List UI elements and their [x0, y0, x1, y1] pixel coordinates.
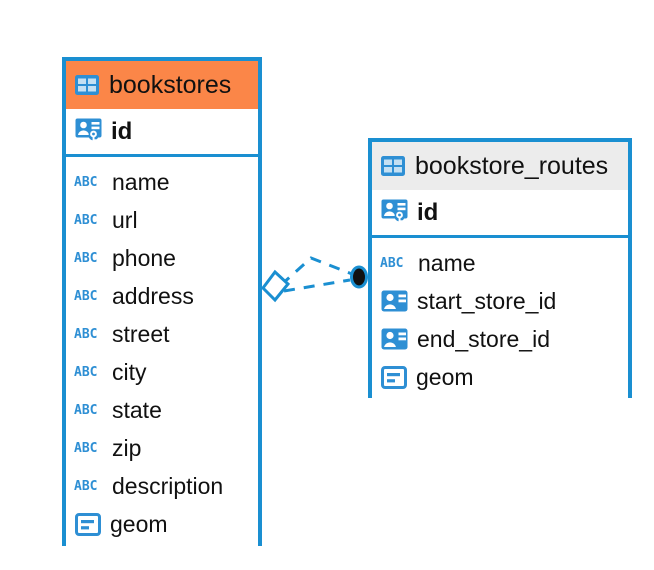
field-label-geom: geom [110, 510, 168, 537]
field-label-id: id [111, 117, 133, 145]
field-row-end-store-id[interactable]: end_store_id [380, 320, 620, 358]
primary-key-card-icon [74, 118, 103, 145]
foreign-key-card-icon [380, 327, 409, 352]
abc-text-icon: ABC [74, 364, 98, 380]
field-row-street[interactable]: ABC street [74, 315, 250, 353]
entity-table-bookstore-routes[interactable]: bookstore_routes id [368, 138, 632, 400]
field-label-zip: zip [112, 434, 142, 461]
field-row-geom[interactable]: geom [380, 358, 620, 396]
field-label-name: name [418, 249, 476, 276]
field-row-primary-key[interactable]: id [66, 109, 258, 157]
field-label-street: street [112, 320, 170, 347]
field-row-state[interactable]: ABC state [74, 391, 250, 429]
field-row-city[interactable]: ABC city [74, 353, 250, 391]
foreign-key-card-icon [380, 289, 409, 314]
field-label-geom: geom [416, 363, 474, 390]
abc-text-icon: ABC [74, 402, 98, 418]
field-list-bookstores: ABC name ABC url ABC phone ABC address A… [66, 157, 258, 547]
table-grid-icon [380, 155, 406, 177]
field-row-url[interactable]: ABC url [74, 201, 250, 239]
field-row-address[interactable]: ABC address [74, 277, 250, 315]
field-label-state: state [112, 396, 162, 423]
field-label-city: city [112, 358, 147, 385]
field-row-name[interactable]: ABC name [380, 244, 620, 282]
primary-key-card-icon [380, 199, 409, 226]
field-label-name: name [112, 168, 170, 195]
field-row-primary-key[interactable]: id [372, 190, 628, 238]
abc-text-icon: ABC [74, 440, 98, 456]
entity-title-bookstores: bookstores [109, 70, 232, 99]
field-row-start-store-id[interactable]: start_store_id [380, 282, 620, 320]
entity-header-bookstores[interactable]: bookstores [66, 61, 258, 109]
field-label-address: address [112, 282, 194, 309]
field-label-description: description [112, 472, 224, 499]
geometry-icon [380, 365, 408, 390]
abc-text-icon: ABC [74, 212, 98, 228]
field-label-start-store-id: start_store_id [417, 287, 557, 314]
field-row-zip[interactable]: ABC zip [74, 429, 250, 467]
field-label-url: url [112, 206, 138, 233]
abc-text-icon: ABC [74, 326, 98, 342]
relationship-diamond-marker [261, 269, 291, 303]
abc-text-icon: ABC [74, 174, 98, 190]
entity-header-bookstore-routes[interactable]: bookstore_routes [372, 142, 628, 190]
entity-title-bookstore-routes: bookstore_routes [415, 151, 609, 180]
relationship-endpoint-marker [350, 265, 368, 289]
abc-text-icon: ABC [74, 288, 98, 304]
relationship-line-upper [279, 256, 353, 287]
field-row-description[interactable]: ABC description [74, 467, 250, 505]
field-row-phone[interactable]: ABC phone [74, 239, 250, 277]
field-row-name[interactable]: ABC name [74, 163, 250, 201]
field-label-phone: phone [112, 244, 176, 271]
geometry-icon [74, 512, 102, 537]
abc-text-icon: ABC [74, 250, 98, 266]
field-list-bookstore-routes: ABC name start_store_id [372, 238, 628, 400]
relationship-line-lower [283, 278, 351, 293]
field-label-id: id [417, 198, 439, 226]
table-grid-icon [74, 74, 100, 96]
abc-text-icon: ABC [380, 255, 404, 271]
abc-text-icon: ABC [74, 478, 98, 494]
entity-table-bookstores[interactable]: bookstores id [62, 57, 262, 547]
field-label-end-store-id: end_store_id [417, 325, 550, 352]
field-row-geom[interactable]: geom [74, 505, 250, 543]
